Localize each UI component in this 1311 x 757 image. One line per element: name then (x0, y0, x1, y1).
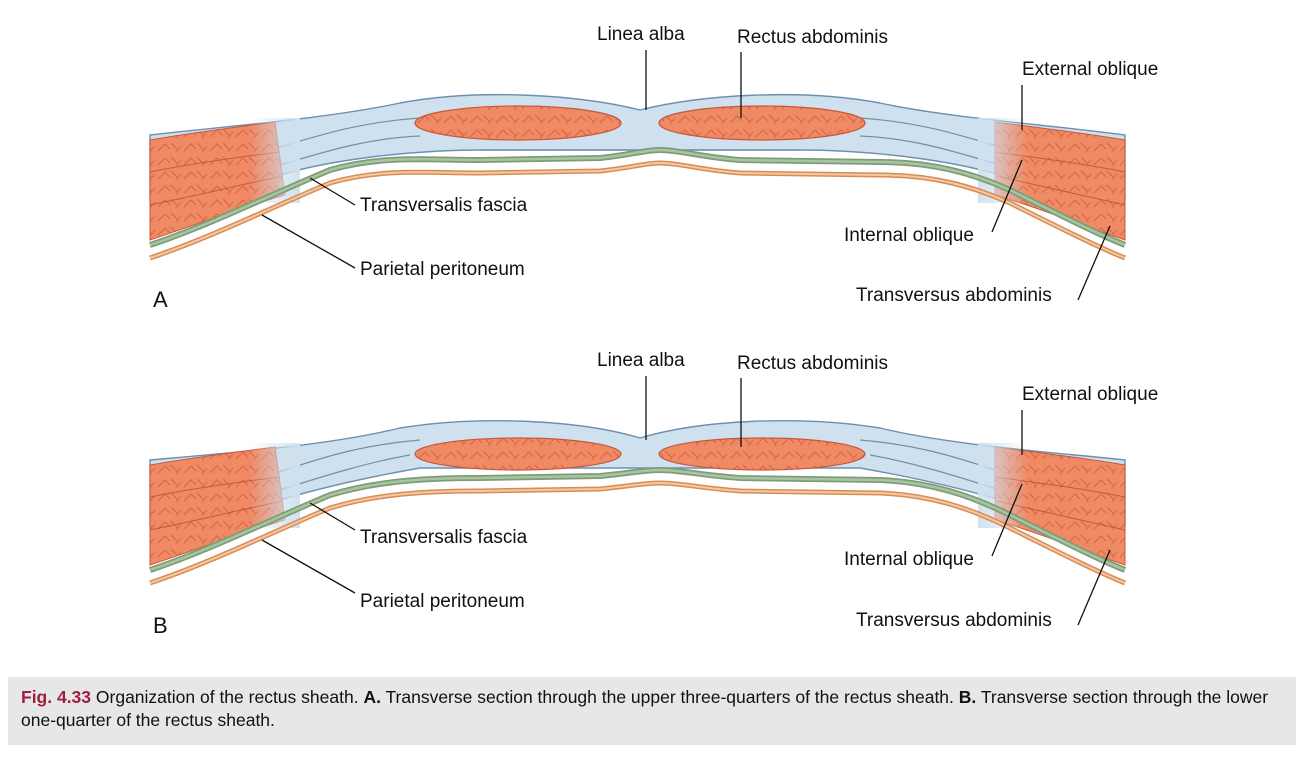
label-transversus-abdominis: Transversus abdominis (856, 285, 1052, 306)
caption-title: Organization of the rectus sheath. (95, 687, 359, 707)
rectus-abdominis-right (658, 437, 866, 471)
label-internal-oblique: Internal oblique (844, 549, 974, 570)
leader-internal-oblique-b (991, 483, 1023, 557)
figure-number: Fig. 4.33 (21, 687, 92, 707)
label-parietal-peritoneum: Parietal peritoneum (360, 591, 525, 612)
leader-peritoneum-a (261, 214, 356, 269)
leader-internal-oblique-a (991, 159, 1023, 233)
rectus-abdominis-right (658, 105, 866, 141)
label-transversus-abdominis: Transversus abdominis (856, 610, 1052, 631)
caption-b-text: Transverse section through the lower one… (21, 687, 1269, 730)
panel-b: Linea alba Rectus abdominis External obl… (149, 350, 1158, 638)
label-external-oblique: External oblique (1022, 59, 1158, 80)
abdominal-wall-section-a (149, 93, 1127, 261)
label-transversalis-fascia: Transversalis fascia (360, 195, 528, 216)
caption-b-marker: B. (958, 687, 977, 707)
panel-letter-b: B (153, 613, 168, 638)
label-linea-alba: Linea alba (597, 350, 685, 371)
panel-letter-a: A (153, 287, 168, 312)
label-parietal-peritoneum: Parietal peritoneum (360, 259, 525, 280)
caption-a-marker: A. (363, 687, 381, 707)
leader-peritoneum-b (261, 539, 356, 594)
leader-transversus-b (1077, 549, 1111, 626)
label-rectus-abdominis: Rectus abdominis (737, 353, 888, 374)
aponeurosis-sheath (149, 420, 1126, 526)
leader-transversalis-a (309, 177, 356, 206)
label-internal-oblique: Internal oblique (844, 225, 974, 246)
label-external-oblique: External oblique (1022, 384, 1158, 405)
label-rectus-abdominis: Rectus abdominis (737, 27, 888, 48)
abdominal-wall-section-b (149, 420, 1127, 586)
figure-caption: Fig. 4.33 Organization of the rectus she… (8, 677, 1296, 745)
rectus-abdominis-left (414, 437, 622, 471)
label-linea-alba: Linea alba (597, 24, 685, 45)
leader-transversus-a (1077, 225, 1111, 301)
label-transversalis-fascia: Transversalis fascia (360, 527, 528, 548)
panel-a: Linea alba Rectus abdominis External obl… (149, 24, 1158, 312)
caption-a-text: Transverse section through the upper thr… (385, 687, 954, 707)
leader-transversalis-b (309, 502, 356, 531)
rectus-sheath-diagram: Linea alba Rectus abdominis External obl… (149, 24, 1158, 638)
rectus-abdominis-left (414, 105, 622, 141)
